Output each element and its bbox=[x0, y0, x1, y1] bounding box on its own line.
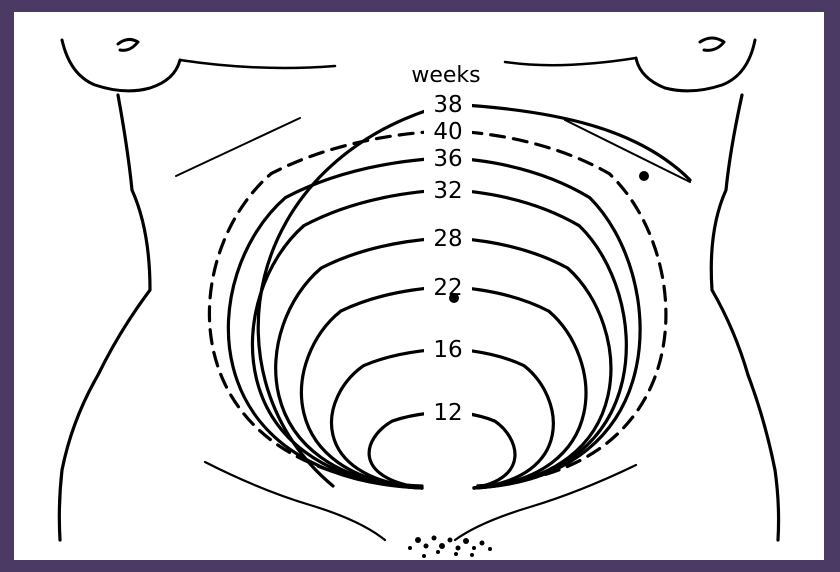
left-breast-outline bbox=[62, 40, 180, 91]
right-body-contour bbox=[711, 95, 778, 540]
left-nipple bbox=[118, 39, 138, 50]
chest-right-line bbox=[505, 58, 636, 65]
label-32-weeks: 32 bbox=[433, 178, 462, 204]
chest-left-line bbox=[180, 60, 335, 68]
label-40-weeks: 40 bbox=[433, 119, 462, 145]
weeks-header: weeks bbox=[411, 63, 480, 88]
right-rib-line bbox=[565, 120, 690, 182]
left-rib-line bbox=[176, 118, 300, 176]
label-28-weeks: 28 bbox=[433, 226, 462, 252]
left-body-contour bbox=[59, 95, 150, 540]
pubic-texture bbox=[408, 536, 492, 559]
right-breast-outline bbox=[636, 40, 755, 91]
label-12-weeks: 12 bbox=[433, 400, 462, 426]
xiphoid-marker bbox=[639, 171, 649, 181]
umbilicus-marker bbox=[449, 293, 459, 303]
label-16-weeks: 16 bbox=[433, 337, 462, 363]
label-36-weeks: 36 bbox=[433, 146, 462, 172]
right-groin-line bbox=[455, 465, 636, 540]
label-38-weeks: 38 bbox=[433, 92, 462, 118]
right-nipple bbox=[700, 38, 724, 50]
torso-outline bbox=[59, 38, 778, 558]
